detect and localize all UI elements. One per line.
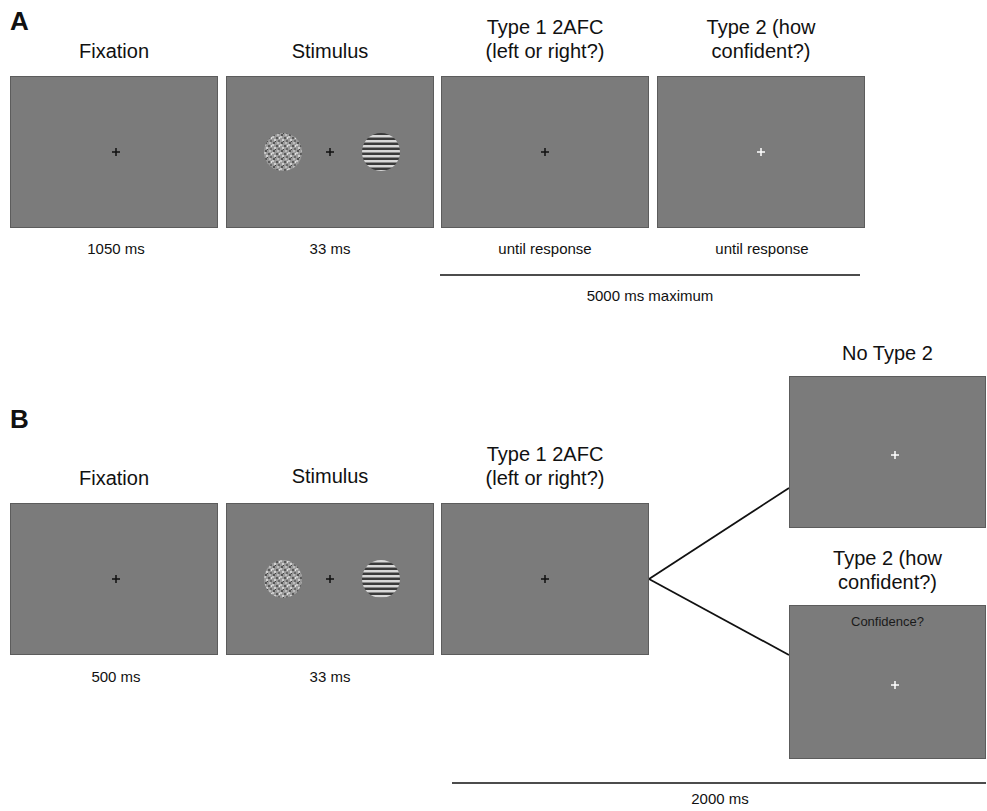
screen-frame: Stimulus [226, 76, 434, 228]
screen-frame: Type 2 (how confident?)Confidence? [789, 605, 986, 759]
timing-bar [440, 275, 986, 783]
branch-line [649, 579, 789, 655]
panel-letter: A [10, 6, 29, 36]
timing-label: 500 ms [91, 668, 140, 686]
screen-prompt: Confidence? [790, 614, 985, 630]
screen-frame: Fixation [10, 76, 218, 228]
screen-title: Fixation [79, 466, 149, 490]
screen-frame: Type 1 2AFC (left or right?) [441, 76, 649, 228]
timing-label: 1050 ms [87, 240, 145, 258]
screen-title: Stimulus [292, 39, 369, 63]
timing-label: 33 ms [310, 668, 351, 686]
screen-frame: Fixation [10, 503, 218, 655]
stimulus-patch [264, 133, 400, 598]
screen-title: Type 2 (how confident?) [686, 15, 836, 63]
screen-fill [10, 76, 986, 759]
screen-frame: Type 2 (how confident?) [657, 76, 865, 228]
timing-label: 33 ms [310, 240, 351, 258]
timing-label: 5000 ms maximum [587, 287, 714, 305]
branch-line [649, 488, 789, 579]
screen-title: Type 2 (how confident?) [813, 546, 963, 594]
screen-frame: No Type 2 [789, 376, 986, 528]
timing-label: until response [715, 240, 808, 258]
timing-label: until response [498, 240, 591, 258]
screen-frame: Stimulus [226, 503, 434, 655]
timing-label: 2000 ms [691, 790, 749, 808]
panel-letter: B [10, 404, 29, 434]
screen-title: Stimulus [292, 464, 369, 488]
screen-title: No Type 2 [842, 341, 933, 365]
fixation-cross [112, 148, 899, 689]
screen-title: Type 1 2AFC (left or right?) [470, 442, 620, 490]
screen-title: Type 1 2AFC (left or right?) [470, 15, 620, 63]
screen-frame: Type 1 2AFC (left or right?) [441, 503, 649, 655]
screen-title: Fixation [79, 39, 149, 63]
